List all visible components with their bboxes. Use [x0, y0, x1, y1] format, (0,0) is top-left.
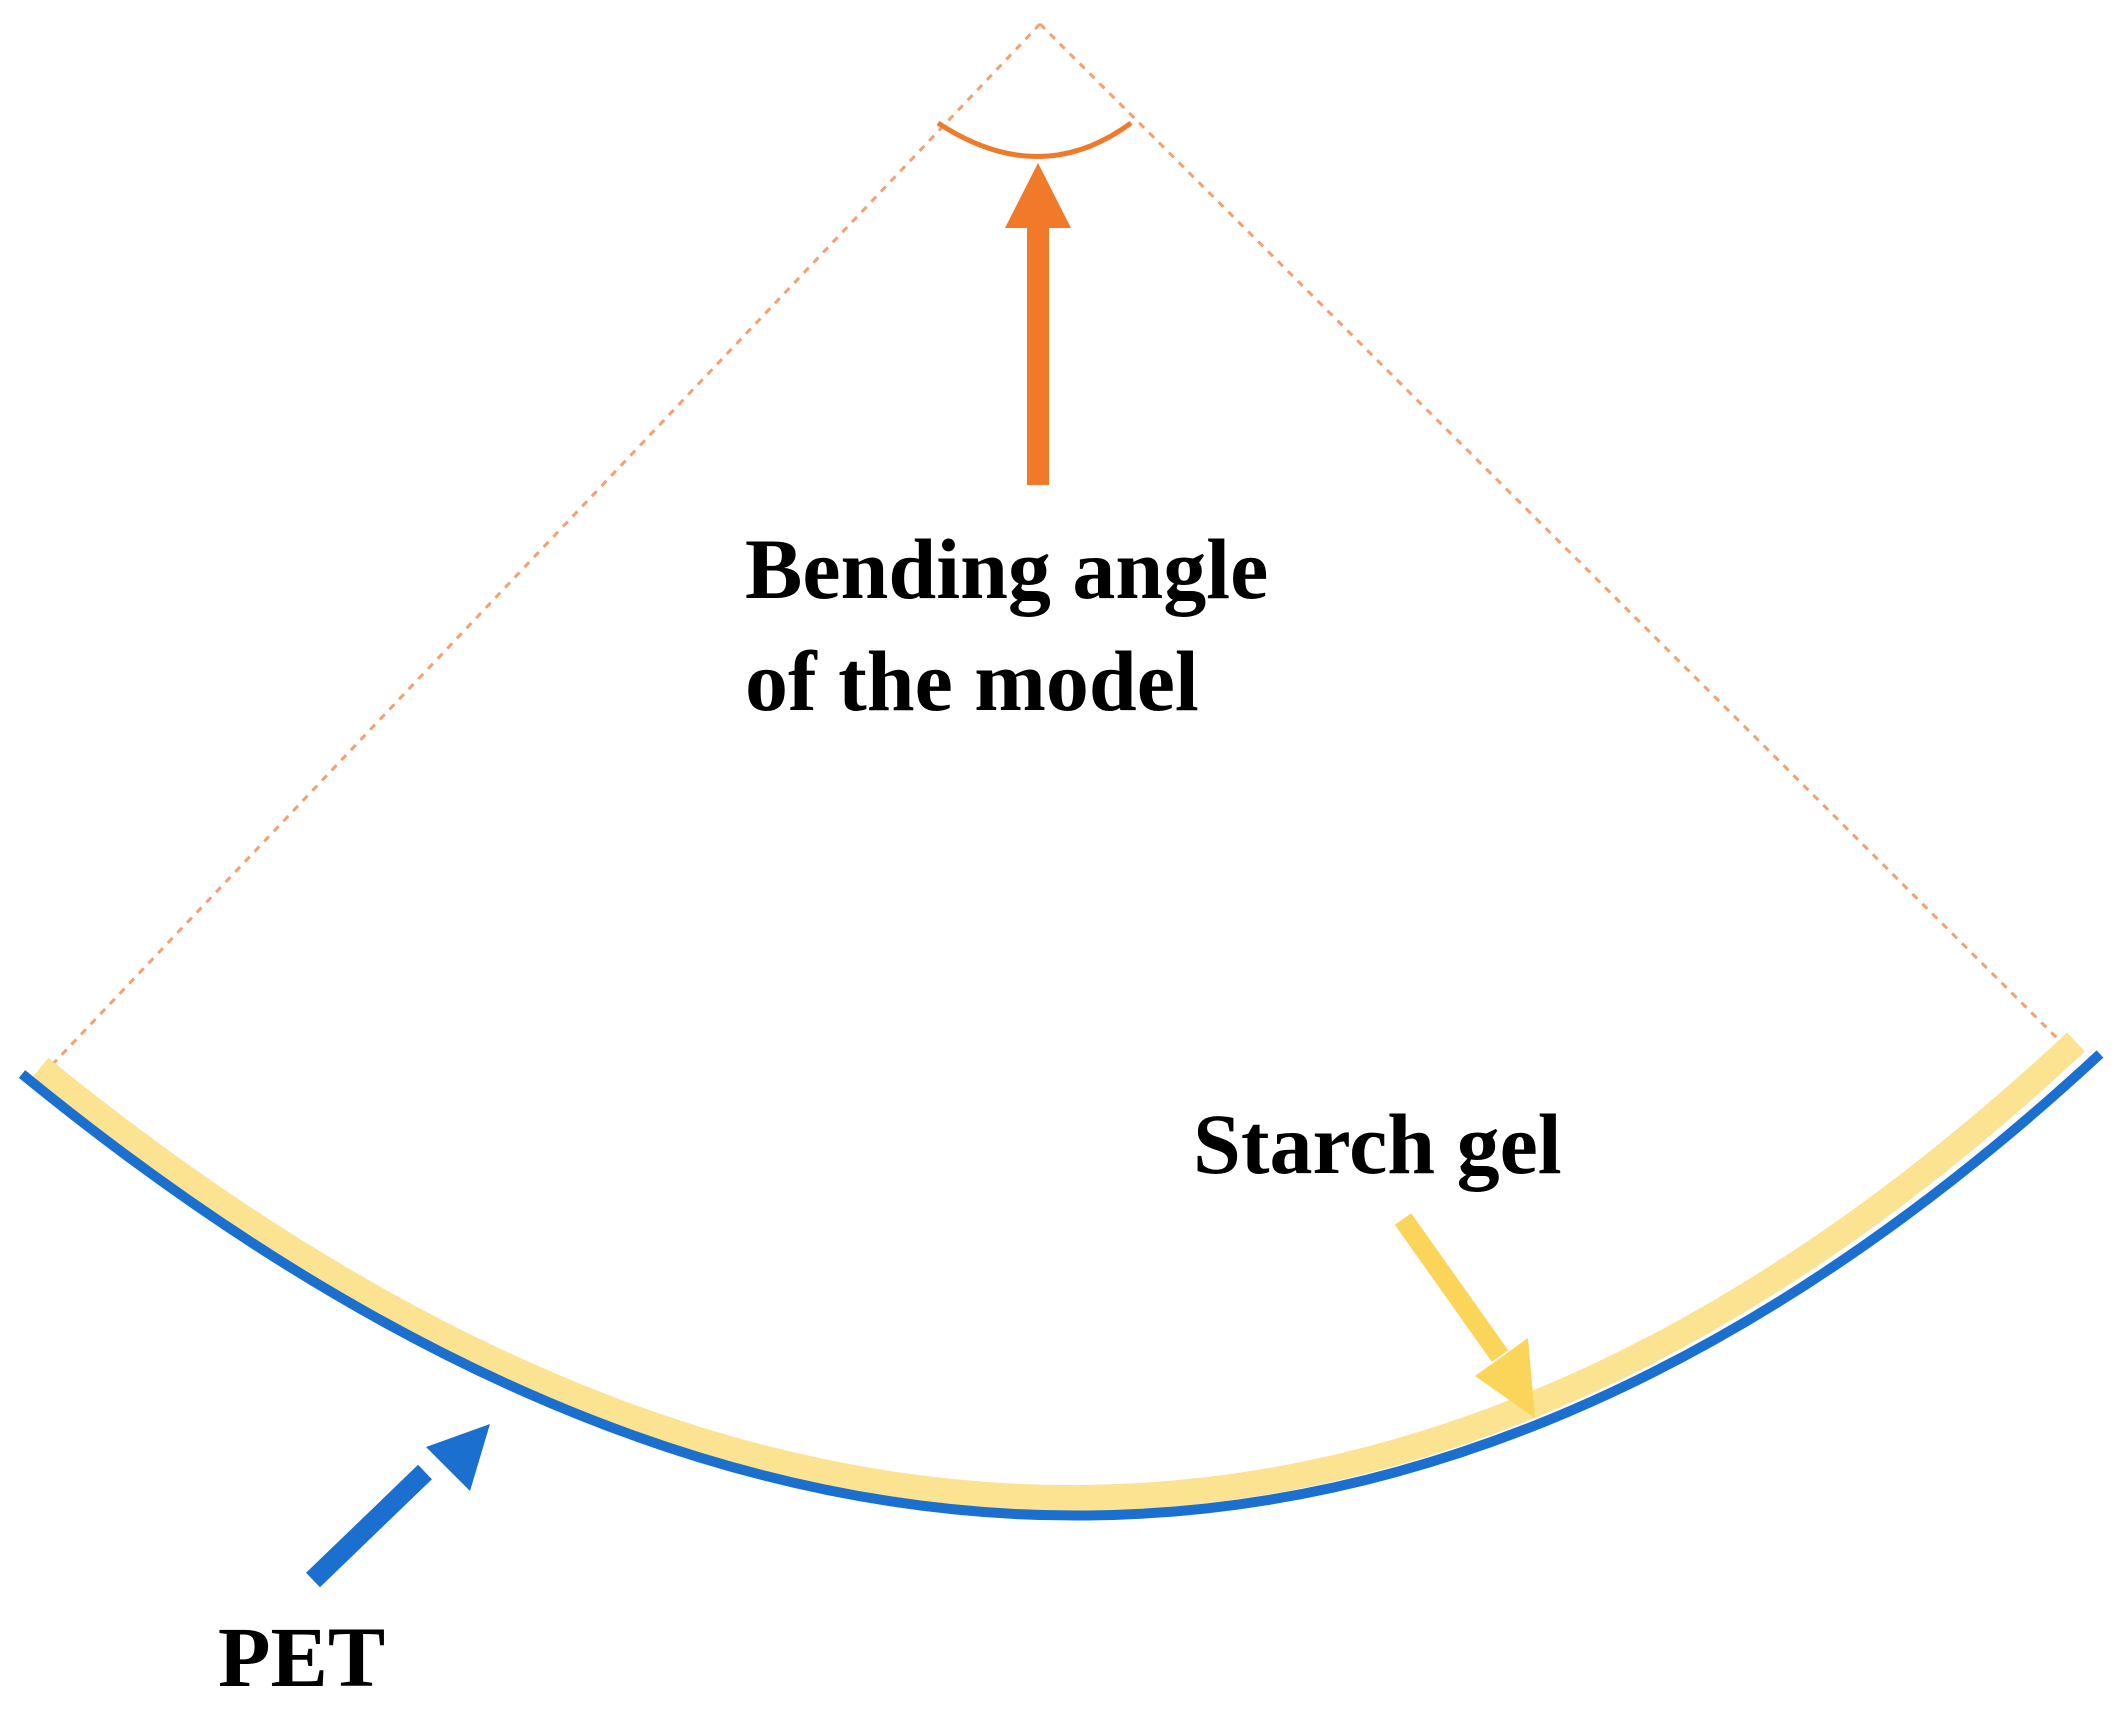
arrow-up-icon [1005, 163, 1071, 485]
pet-label: PET [218, 1609, 385, 1705]
arrow-down-right-icon [1394, 1213, 1535, 1418]
starch-gel-layer [31, 1032, 2085, 1511]
arrow-up-right-icon [306, 1424, 490, 1588]
left-guide-line [50, 22, 1042, 1067]
angle-arc [936, 120, 1133, 159]
right-guide-line [1038, 22, 2068, 1049]
starch-gel-label: Starch gel [1193, 1096, 1562, 1192]
pet-layer [18, 1050, 2104, 1521]
bending-angle-label-line2: of the model [745, 633, 1199, 729]
bending-angle-label-line1: Bending angle [745, 521, 1268, 617]
